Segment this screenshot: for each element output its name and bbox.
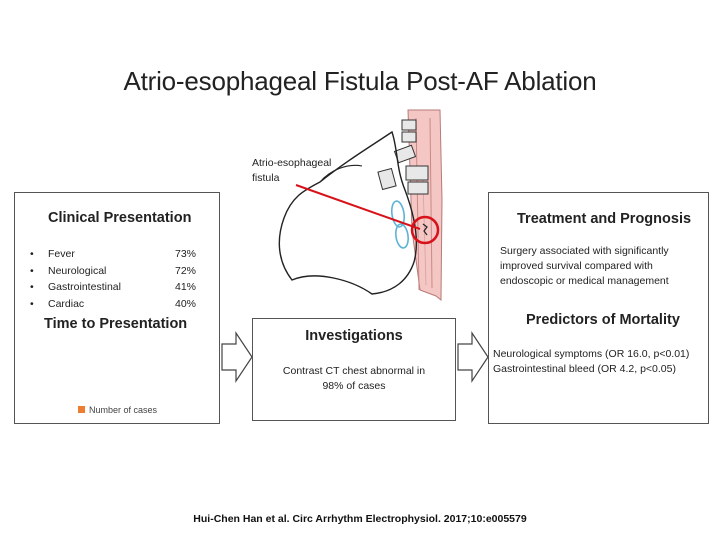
investigations-panel — [252, 318, 456, 421]
arrow-left-to-middle — [221, 331, 253, 383]
heart-outline — [278, 130, 418, 295]
treatment-text: Surgery associated with significantly im… — [500, 245, 669, 287]
arrow-middle-to-right — [457, 331, 489, 383]
investigations-heading: Investigations — [305, 328, 403, 344]
mortality-text: Neurological symptoms (OR 16.0, p<0.01) … — [493, 348, 690, 375]
mortality-heading: Predictors of Mortality — [526, 312, 680, 328]
fistula-label: Atrio-esophageal fistula — [252, 156, 331, 186]
fistula-label-line: Atrio-esophageal — [252, 157, 332, 169]
fistula-pointer-line — [295, 184, 421, 230]
fistula-label-line: fistula — [252, 172, 280, 184]
citation: Hui-Chen Han et al. Circ Arrhythm Electr… — [193, 513, 527, 525]
fistula-marker-circle — [410, 215, 440, 245]
legend-swatch — [78, 406, 85, 413]
slide-title: Atrio-esophageal Fistula Post-AF Ablatio… — [123, 66, 597, 96]
time-to-presentation-heading: Time to Presentation — [44, 316, 188, 332]
treatment-panel — [488, 192, 709, 424]
investigations-text: Contrast CT chest abnormal in 98% of cas… — [282, 365, 426, 392]
clinical-presentation-heading: Clinical Presentation — [48, 210, 192, 226]
clinical-presentation-panel — [14, 192, 220, 424]
chart-legend: Number of cases — [78, 405, 157, 415]
treatment-heading: Treatment and Prognosis — [517, 211, 692, 227]
